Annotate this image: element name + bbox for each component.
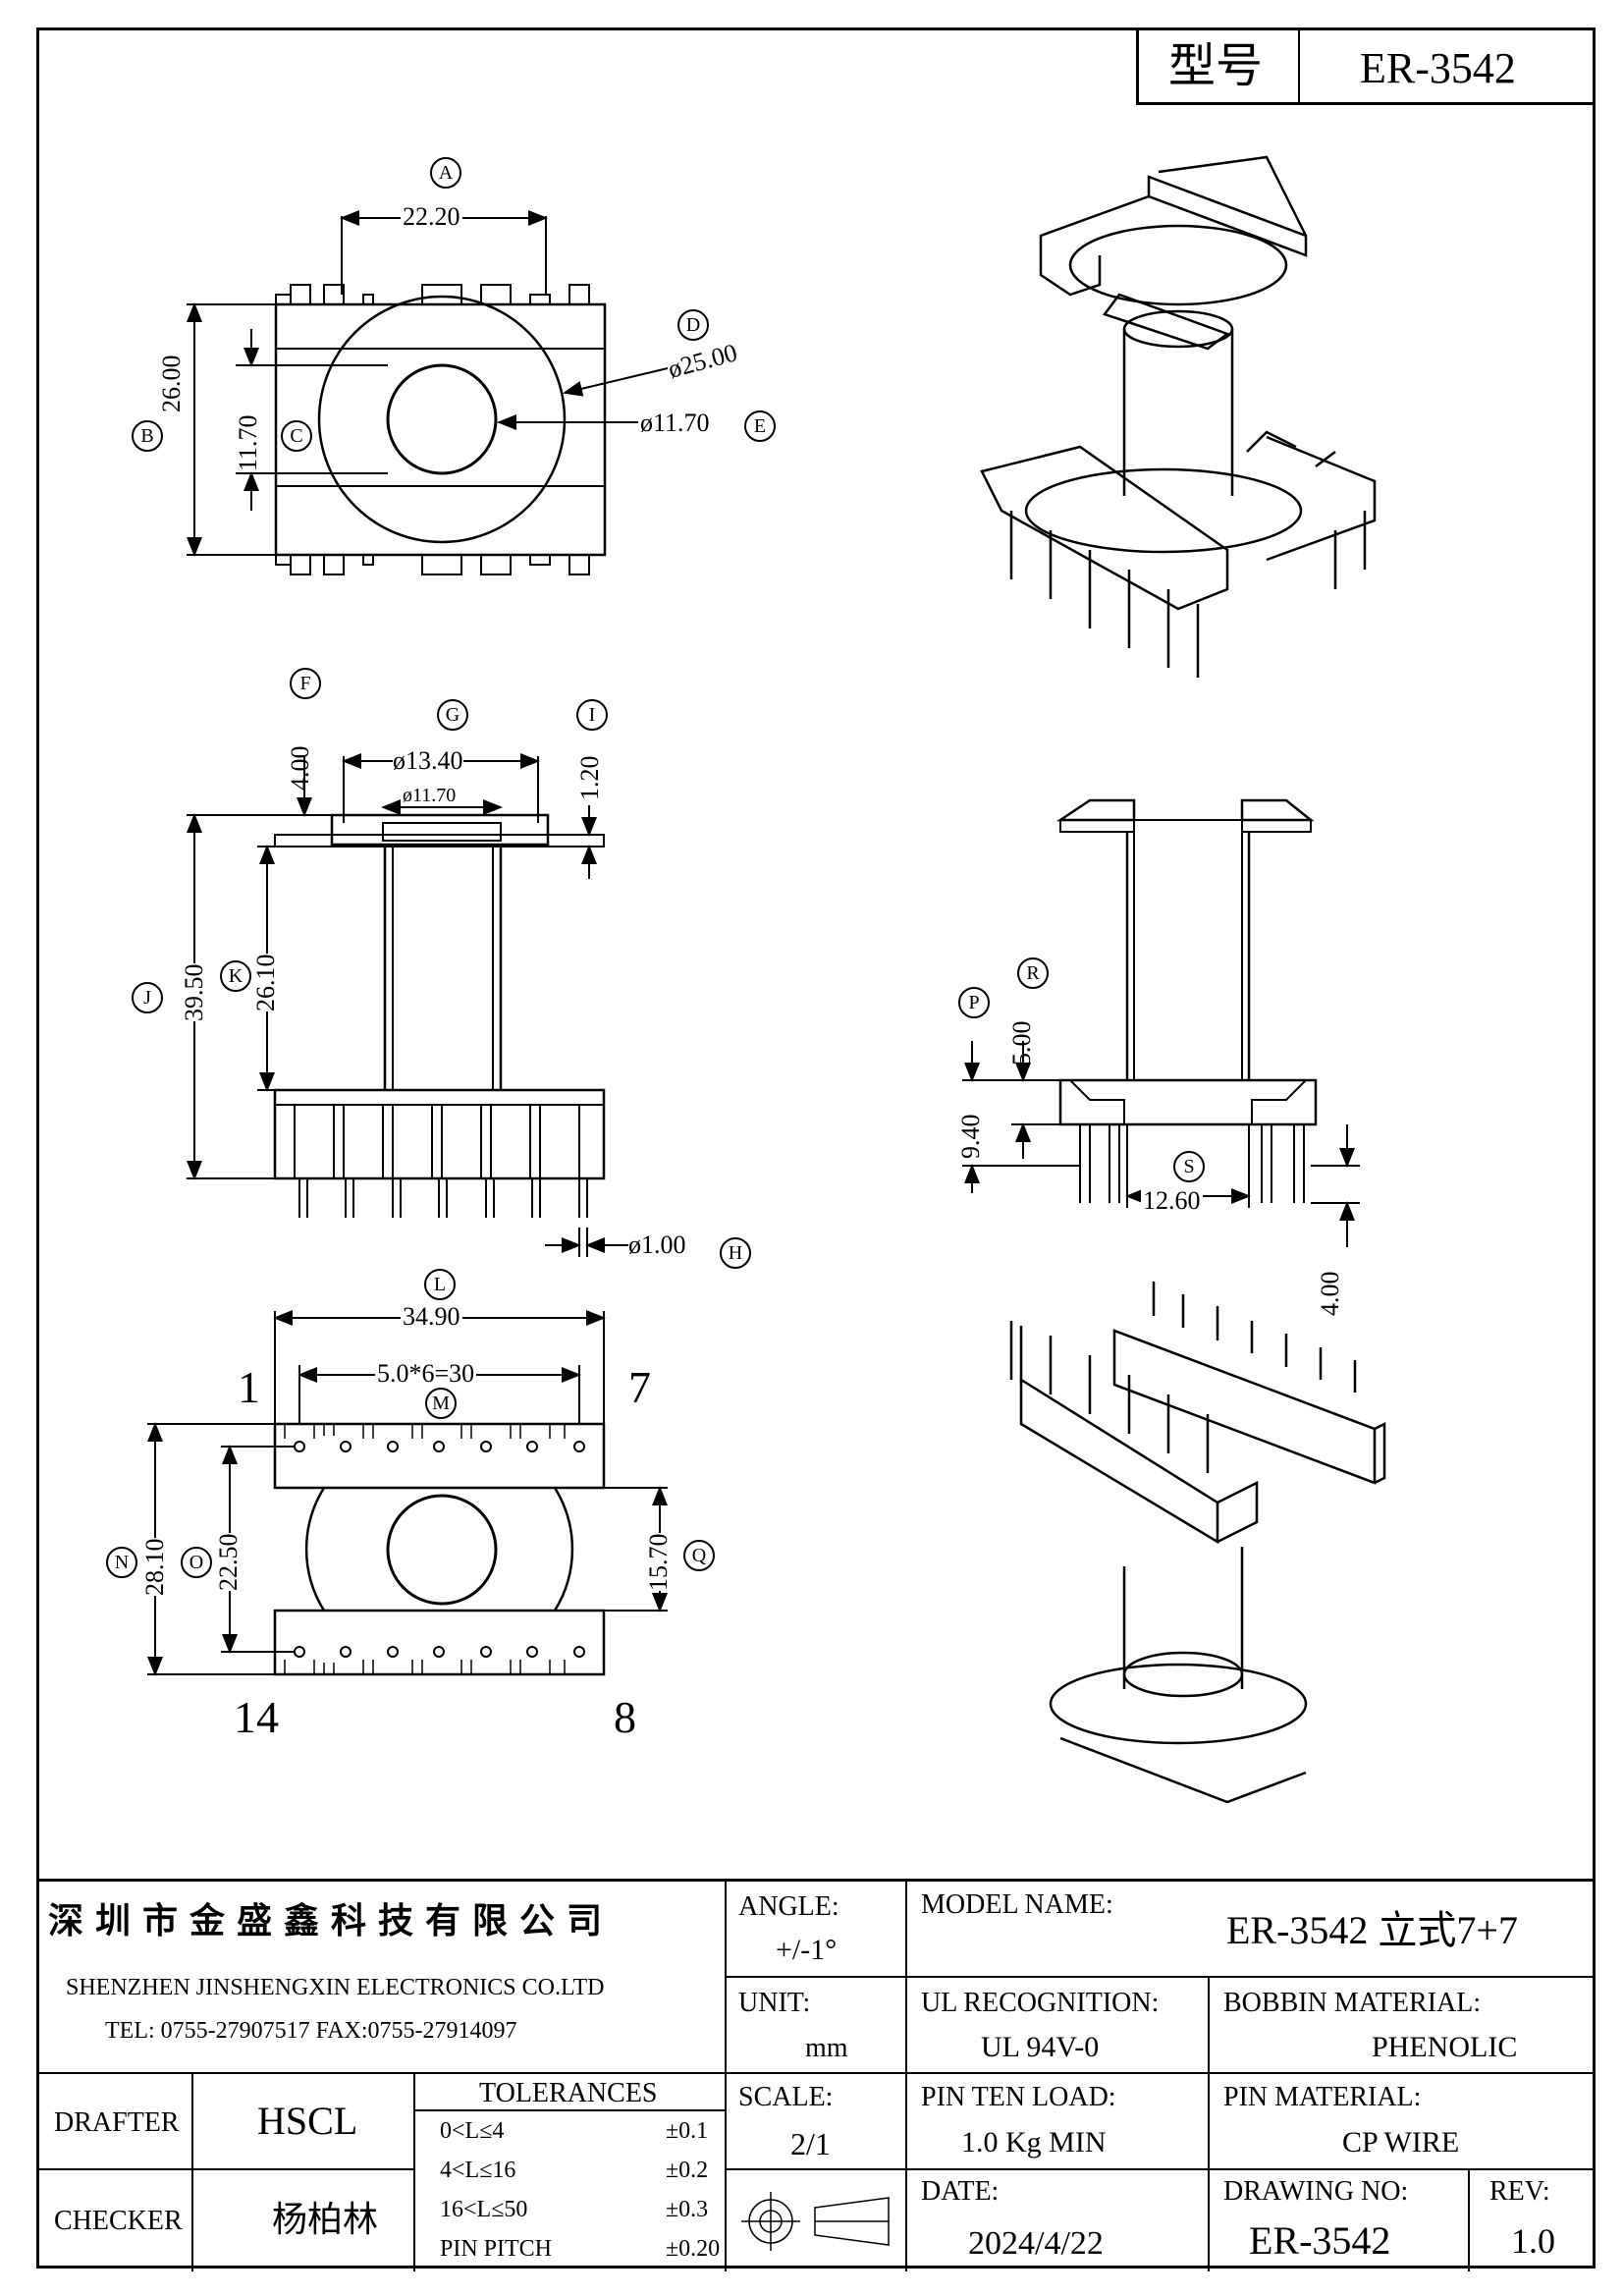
callout-M: M [425, 1388, 457, 1419]
scale-label: SCALE: [738, 2082, 834, 2112]
pin-load-label: PIN TEN LOAD: [921, 2082, 1116, 2112]
callout-A: A [430, 157, 461, 189]
bobbin-material-value: PHENOLIC [1372, 2031, 1518, 2063]
callout-G: G [437, 699, 468, 731]
company-name-cn: 深圳市金盛鑫科技有限公司 [48, 1901, 615, 1941]
pin-label-8: 8 [614, 1692, 636, 1742]
callout-J: J [132, 982, 163, 1013]
callout-P: P [958, 987, 990, 1018]
callout-K: K [220, 960, 251, 992]
drawing-frame [36, 27, 1596, 2269]
tol-value-2: ±0.3 [666, 2197, 709, 2222]
projection-symbol [727, 2170, 907, 2271]
dim-B: 26.00 [157, 355, 186, 412]
tol-value-0: ±0.1 [666, 2118, 709, 2144]
tol-value-3: ±0.20 [666, 2236, 721, 2262]
tol-range-0: 0<L≤4 [440, 2118, 505, 2144]
scale-value: 2/1 [790, 2126, 831, 2161]
checker-label: CHECKER [54, 2206, 183, 2236]
model-name-value: ER-3542 立式7+7 [1226, 1908, 1518, 1952]
dim-G2: ø11.70 [403, 785, 457, 806]
dim-L: 34.90 [401, 1302, 462, 1331]
pin-load-value: 1.0 Kg MIN [961, 2126, 1107, 2159]
drawing-no-value: ER-3542 [1249, 2218, 1391, 2263]
callout-R: R [1017, 957, 1049, 989]
dim-M: 5.0*6=30 [375, 1359, 477, 1388]
model-box-value: ER-3542 [1360, 44, 1516, 92]
callout-I: I [576, 699, 608, 731]
model-name-label: MODEL NAME: [921, 1889, 1113, 1920]
dim-A: 22.20 [401, 202, 462, 231]
callout-D: D [677, 309, 709, 341]
ul-label: UL RECOGNITION: [921, 1988, 1160, 2018]
drafter-value: HSCL [257, 2099, 358, 2143]
dim-I: 1.20 [575, 755, 604, 801]
callout-O: O [181, 1547, 212, 1578]
tol-range-3: PIN PITCH [440, 2236, 553, 2262]
ul-value: UL 94V-0 [981, 2031, 1100, 2063]
pin-label-1: 1 [238, 1362, 260, 1412]
bottom-view [147, 1310, 668, 1676]
checker-value: 杨柏林 [272, 2200, 379, 2239]
callout-S: S [1173, 1151, 1205, 1182]
drawing-no-label: DRAWING NO: [1223, 2176, 1409, 2207]
dim-G: ø13.40 [393, 746, 463, 775]
callout-C: C [281, 420, 312, 452]
model-box: 型号 ER-3542 [1136, 27, 1596, 105]
pin-material-value: CP WIRE [1342, 2126, 1460, 2159]
title-block: 深圳市金盛鑫科技有限公司 SHENZHEN JINSHENGXIN ELECTR… [36, 1879, 1596, 2271]
rev-value: 1.0 [1511, 2221, 1555, 2261]
angle-value: +/-1° [776, 1934, 838, 1966]
callout-H: H [720, 1237, 751, 1269]
tol-range-1: 4<L≤16 [440, 2158, 516, 2183]
pin-label-7: 7 [628, 1362, 651, 1412]
unit-value: mm [805, 2033, 848, 2063]
callout-E: E [744, 410, 776, 442]
technical-drawing [147, 155, 1386, 1804]
dim-R: 5.00 [1007, 1020, 1036, 1066]
callout-N: N [106, 1547, 137, 1578]
isometric-view-top [980, 155, 1377, 678]
dim-H: ø1.00 [628, 1230, 686, 1259]
right-view [962, 798, 1360, 1247]
dim-T: 4.00 [1316, 1271, 1344, 1317]
pin-material-label: PIN MATERIAL: [1223, 2082, 1422, 2112]
dim-J: 39.50 [180, 963, 208, 1021]
dim-P: 9.40 [956, 1114, 985, 1160]
date-value: 2024/4/22 [968, 2225, 1104, 2262]
dim-F: 4.00 [286, 745, 314, 792]
bobbin-material-label: BOBBIN MATERIAL: [1223, 1988, 1482, 2018]
company-contact: TEL: 0755-27907517 FAX:0755-27914097 [105, 2018, 517, 2044]
tol-value-1: ±0.2 [666, 2158, 709, 2183]
dim-Q: 15.70 [644, 1533, 673, 1591]
angle-label: ANGLE: [738, 1891, 839, 1922]
pin-label-14: 14 [234, 1692, 279, 1742]
callout-F: F [290, 668, 321, 699]
callout-L: L [424, 1269, 456, 1300]
dim-C: 11.70 [234, 414, 262, 471]
dim-S: 12.60 [1141, 1186, 1203, 1215]
dim-K: 26.10 [251, 954, 280, 1011]
dim-O: 22.50 [214, 1533, 243, 1591]
model-box-label: 型号 [1168, 40, 1264, 92]
company-name-en: SHENZHEN JINSHENGXIN ELECTRONICS CO.LTD [66, 1975, 605, 2000]
isometric-view-bottom [1009, 1282, 1386, 1804]
date-label: DATE: [921, 2176, 1000, 2207]
tolerances-table: TOLERANCES 0<L≤4 ±0.1 4<L≤16 ±0.2 16<L≤5… [415, 2074, 727, 2271]
top-view [187, 210, 669, 575]
side-view [187, 753, 628, 1257]
dim-E: ø11.70 [640, 409, 710, 437]
tolerances-label: TOLERANCES [479, 2078, 658, 2108]
callout-B: B [132, 420, 163, 452]
callout-Q: Q [683, 1540, 715, 1571]
drafter-label: DRAFTER [54, 2107, 180, 2138]
rev-label: REV: [1489, 2176, 1550, 2207]
unit-label: UNIT: [738, 1988, 811, 2018]
tol-range-2: 16<L≤50 [440, 2197, 528, 2222]
dim-N: 28.10 [140, 1538, 169, 1596]
